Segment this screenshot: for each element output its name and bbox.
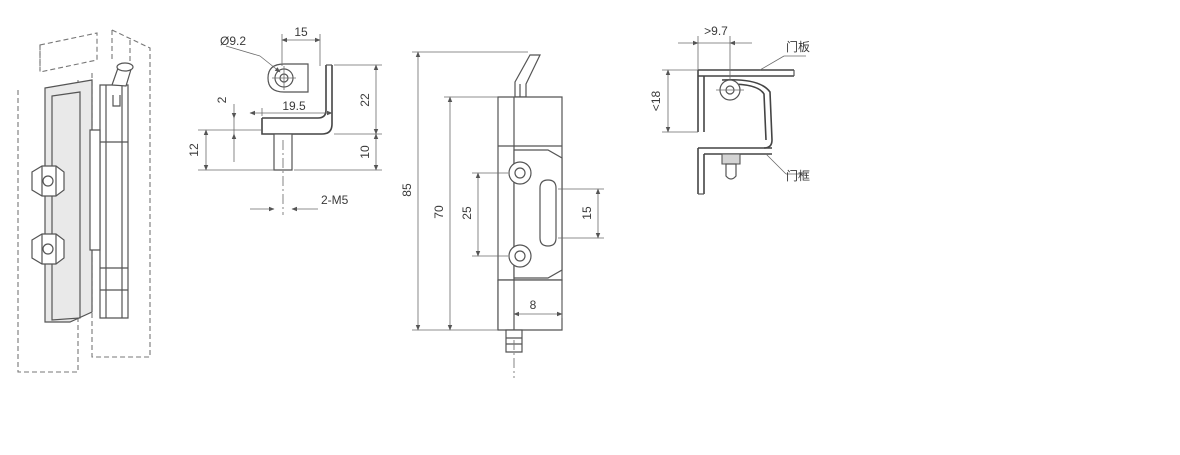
thread-dimension: 2-M5 [321, 193, 349, 207]
total-height-dimension: 12 [187, 143, 201, 157]
hole-diameter-dimension: Ø9.2 [220, 34, 246, 48]
bolt-offset-dimension: 19.5 [282, 99, 306, 113]
upper-hole-icon [508, 161, 532, 185]
installation-view: >9.7 <18 门板 门框 [649, 24, 810, 195]
width-dimension: 15 [294, 25, 308, 39]
slot-icon [539, 179, 557, 247]
front-view: 85 70 25 15 8 [400, 51, 604, 378]
lower-hole-icon [508, 244, 532, 268]
total-length-dimension: 85 [400, 183, 414, 197]
depth-dimension: 22 [358, 93, 372, 107]
bottom-width-dimension: 8 [530, 298, 537, 312]
upper-bolt-icon [31, 165, 65, 197]
top-view: 15 Ø9.2 19.5 22 10 2 12 2-M5 [187, 25, 382, 215]
lower-bolt-icon [31, 233, 65, 265]
stud-length-dimension: 10 [358, 145, 372, 159]
offset-dimension: >9.7 [704, 24, 728, 38]
door-panel-label: 门板 [786, 39, 810, 54]
hole-pitch-dimension: 25 [460, 206, 474, 220]
gap-dimension: <18 [649, 90, 663, 111]
isometric-view [17, 29, 151, 373]
door-frame-label: 门框 [786, 168, 810, 183]
slot-length-dimension: 15 [580, 206, 594, 220]
body-length-dimension: 70 [432, 205, 446, 219]
thickness-dimension: 2 [215, 96, 229, 103]
